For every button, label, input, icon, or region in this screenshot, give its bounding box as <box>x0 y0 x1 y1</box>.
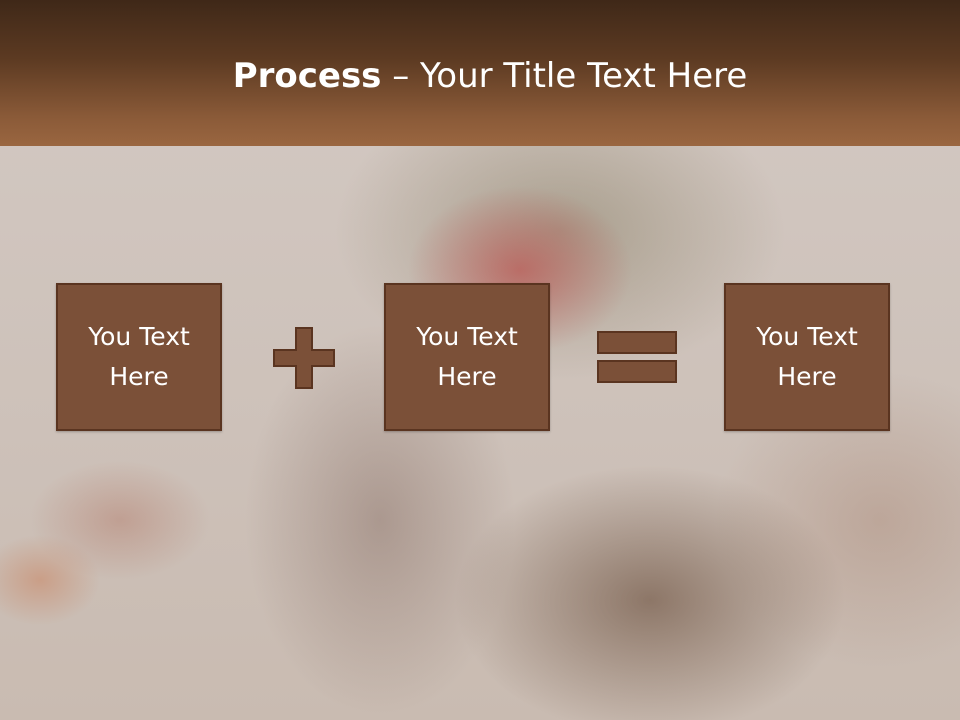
process-box-1-line1: You Text <box>88 322 190 351</box>
slide-title: Process – Your Title Text Here <box>0 54 960 98</box>
title-bar: Process – Your Title Text Here <box>0 0 960 146</box>
process-box-2-line2: Here <box>437 362 497 391</box>
title-strong: Process <box>232 56 382 96</box>
process-box-3-line1: You Text <box>756 322 858 351</box>
process-box-1-line2: Here <box>109 362 169 391</box>
title-rest: – Your Title Text Here <box>381 56 748 96</box>
plus-icon <box>273 327 335 389</box>
process-box-2-line1: You Text <box>416 322 518 351</box>
equals-icon <box>597 331 677 383</box>
process-box-3-line2: Here <box>777 362 837 391</box>
